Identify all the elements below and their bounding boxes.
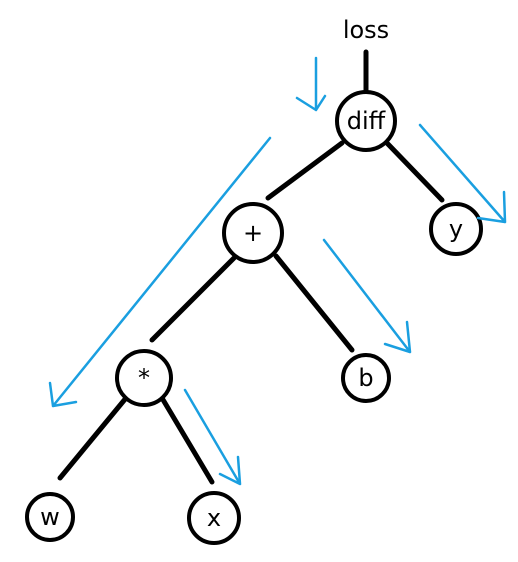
root-label-loss: loss (343, 16, 389, 44)
edges (57, 49, 445, 485)
node-mult-label: * (138, 364, 150, 392)
node-plus-circle (222, 202, 284, 264)
node-w-label: w (40, 503, 60, 531)
edge-diff-y (383, 139, 445, 203)
node-w-circle (25, 492, 75, 542)
edge-mult-w (57, 395, 129, 481)
edge-mult-x (159, 395, 215, 485)
node-b: b (341, 353, 391, 403)
node-mult-circle (115, 349, 173, 407)
node-w: w (25, 492, 75, 542)
flow-arrows (48, 56, 507, 486)
arrow-diff-to-w (48, 136, 272, 408)
node-x-label: x (207, 504, 221, 532)
node-y-label: y (449, 215, 463, 243)
node-mult: * (115, 349, 173, 407)
node-plus: + (222, 202, 284, 264)
node-x-circle (187, 491, 241, 545)
node-x: x (187, 491, 241, 545)
edge-diff-plus (265, 140, 345, 201)
arrow-mult-to-x (183, 388, 242, 486)
node-diff-label: diff (347, 107, 386, 135)
node-y: y (429, 202, 483, 256)
arrow-plus-to-b (322, 238, 412, 354)
node-y-circle (429, 202, 483, 256)
edge-plus-mult (149, 255, 237, 343)
edge-plus-b (273, 253, 355, 353)
node-b-circle (341, 353, 391, 403)
arrow-down-into-diff (295, 56, 327, 112)
arrow-diff-to-y (418, 123, 507, 224)
node-diff: diff (335, 90, 397, 152)
node-diff-circle (335, 90, 397, 152)
node-plus-label: + (243, 219, 263, 247)
node-b-label: b (358, 364, 373, 392)
